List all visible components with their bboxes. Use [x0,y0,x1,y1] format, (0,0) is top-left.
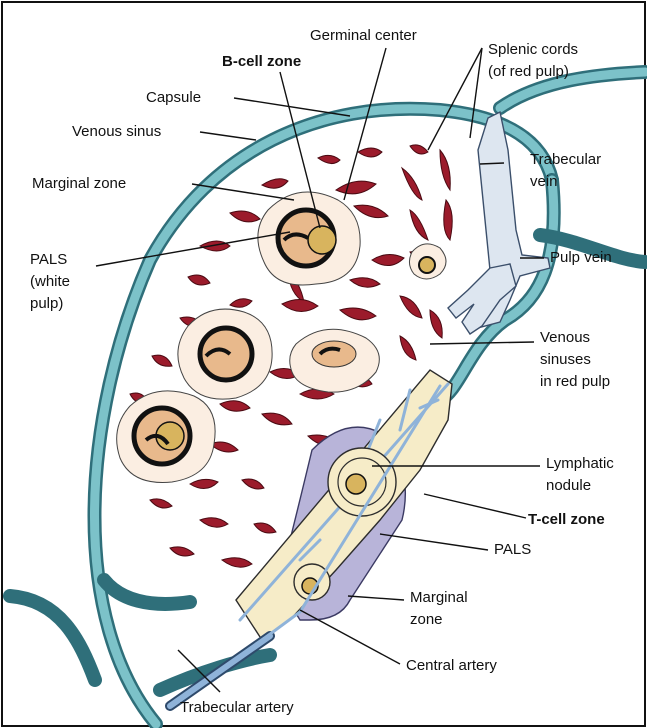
label-pals-left-1: PALS [30,251,67,268]
label-t-cell-zone: T-cell zone [528,511,605,528]
label-trabecular-vein-2: vein [530,173,558,190]
label-venous-sinuses-1: Venous [540,329,590,346]
label-marginal-zone-top: Marginal zone [32,175,126,192]
white-pulp-nodule-3 [117,391,215,483]
label-venous-sinuses-3: in red pulp [540,373,610,390]
label-lymphatic-nodule-1: Lymphatic [546,455,614,472]
label-marginal-zone-bottom-2: zone [410,611,443,628]
label-marginal-zone-bottom-1: Marginal [410,589,468,606]
white-pulp-nodule-1 [258,192,360,285]
label-venous-sinus: Venous sinus [72,123,161,140]
label-splenic-cords-1: Splenic cords [488,41,578,58]
label-pulp-vein: Pulp vein [550,249,612,266]
label-lymphatic-nodule-2: nodule [546,477,591,494]
capsule [10,72,645,724]
label-pals-right: PALS [494,541,531,558]
white-pulp-nodule-5 [409,244,446,279]
label-germinal-center: Germinal center [310,27,417,44]
lymphatic-nodule [328,448,396,516]
label-splenic-cords-2: (of red pulp) [488,63,569,80]
label-central-artery: Central artery [406,657,497,674]
label-trabecular-artery: Trabecular artery [180,699,294,716]
label-b-cell-zone: B-cell zone [222,53,301,70]
label-capsule: Capsule [146,89,201,106]
label-pals-left-2: (white [30,273,70,290]
label-venous-sinuses-2: sinuses [540,351,591,368]
white-pulp-nodule-2 [178,309,272,399]
label-pals-left-3: pulp) [30,295,63,312]
label-trabecular-vein-1: Trabecular [530,151,601,168]
